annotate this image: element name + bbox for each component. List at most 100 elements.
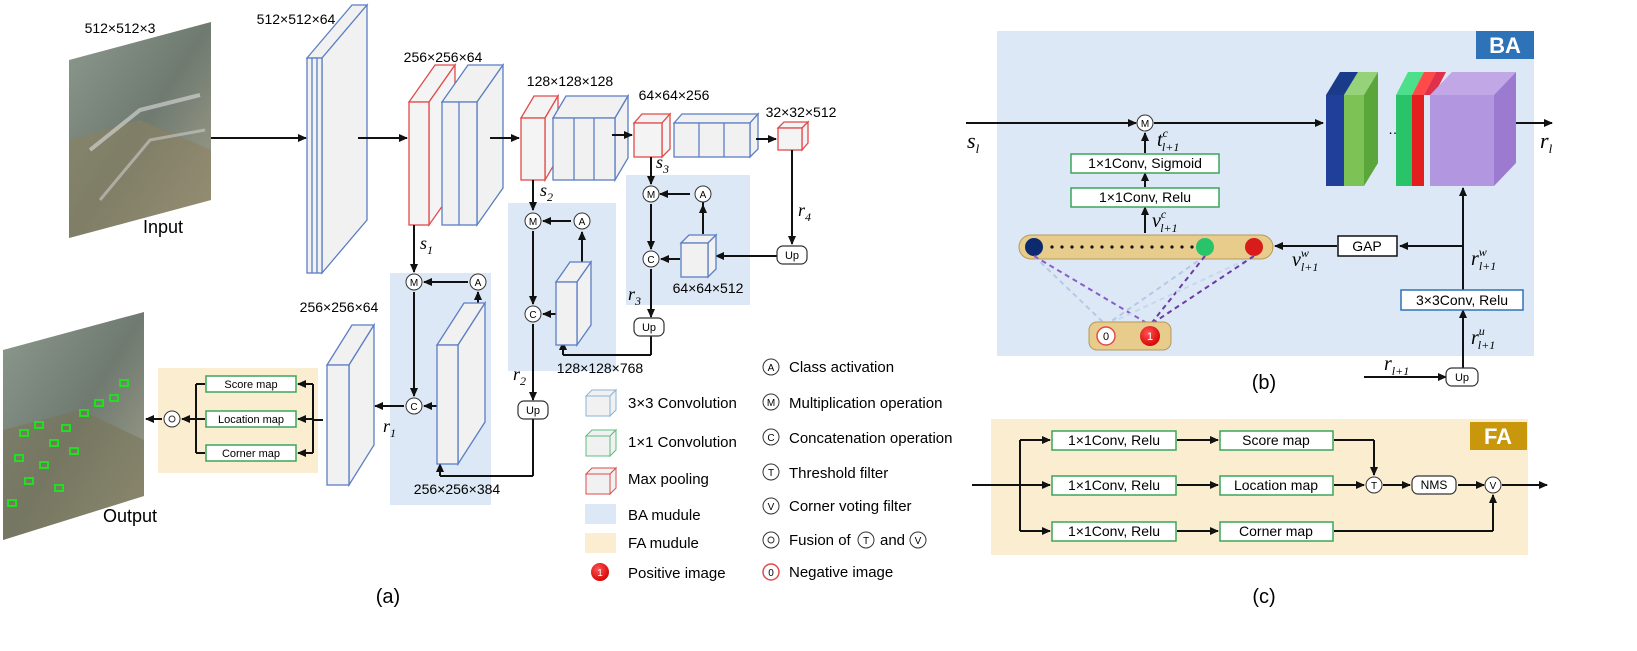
svg-text:M: M bbox=[1141, 119, 1149, 130]
label-s3: s3 bbox=[656, 152, 669, 176]
conv-sigmoid-box bbox=[1070, 153, 1220, 174]
fa-branch-3-text: 1×1Conv, Relu bbox=[1068, 523, 1160, 539]
vector-dots bbox=[1050, 245, 1194, 249]
svg-text:A: A bbox=[700, 190, 707, 201]
block-64-pool bbox=[632, 112, 672, 159]
caption-a: (a) bbox=[376, 586, 400, 608]
op-m-ba3: M bbox=[642, 185, 660, 203]
panel-c: FA 1×1Conv, Relu 1×1Conv, Relu 1×1Conv, bbox=[972, 419, 1548, 608]
legend-text-fa: FA mudule bbox=[628, 535, 699, 552]
op-legend-t: T Threshold filter bbox=[762, 463, 888, 482]
size-dec-256x256x64: 256×256×64 bbox=[300, 299, 379, 315]
op-legend-negative: 0 Negative image bbox=[762, 563, 893, 581]
conv3-relu-text: 3×3Conv, Relu bbox=[1416, 292, 1508, 308]
op-legend-a: A Class activation bbox=[762, 358, 894, 376]
size-64x64x256: 64×64×256 bbox=[639, 87, 710, 103]
op-circles-a: M A C M A C M A C bbox=[163, 185, 712, 428]
caption-c: (c) bbox=[1252, 586, 1275, 608]
fa-module-a bbox=[145, 380, 323, 457]
conv-relu-box bbox=[1070, 187, 1220, 208]
label-r4: r4 bbox=[798, 200, 811, 224]
block-256-conv bbox=[440, 62, 505, 228]
fa-map-boxes-a: Score map Location map Corner map bbox=[205, 375, 297, 462]
op-legend-v: V Corner voting filter bbox=[762, 497, 912, 515]
block-32-pool bbox=[776, 120, 810, 152]
legend-text-positive: Positive image bbox=[628, 565, 726, 582]
svg-text:M: M bbox=[767, 398, 775, 409]
fa-tag-text: FA bbox=[1484, 424, 1512, 449]
gap-text: GAP bbox=[1352, 238, 1382, 254]
vector-first-node bbox=[1025, 238, 1043, 256]
fa-map-location: Location map bbox=[218, 414, 284, 426]
svg-text:C: C bbox=[529, 310, 536, 321]
svg-text:A: A bbox=[475, 278, 482, 289]
svg-text:V: V bbox=[915, 536, 922, 547]
svg-text:A: A bbox=[768, 363, 775, 374]
legend-positive: 1 Positive image bbox=[591, 563, 726, 582]
op-a-ba1: A bbox=[469, 273, 487, 291]
op-text-negative: Negative image bbox=[789, 564, 893, 581]
size-128x128x768: 128×128×768 bbox=[557, 360, 644, 376]
positive-node-text: 1 bbox=[1147, 331, 1153, 343]
up-node-2 bbox=[517, 400, 549, 420]
block-128-conv bbox=[551, 93, 630, 183]
svg-text:0: 0 bbox=[768, 568, 774, 579]
op-a-ba3: A bbox=[694, 185, 712, 203]
ba-module-2 bbox=[529, 180, 652, 401]
input-size-label: 512×512×3 bbox=[85, 20, 156, 36]
ba-op-m: M bbox=[1136, 114, 1154, 132]
negative-node bbox=[1096, 326, 1116, 346]
op-c-ba2: C bbox=[524, 305, 542, 323]
size-128x128x128: 128×128×128 bbox=[527, 73, 614, 89]
ba-tag-text: BA bbox=[1489, 33, 1521, 58]
input-label: Input bbox=[143, 217, 183, 237]
op-text-m: Multiplication operation bbox=[789, 395, 942, 412]
vector-green-node bbox=[1196, 238, 1214, 256]
up-label-4: Up bbox=[785, 250, 799, 262]
svg-text:A: A bbox=[579, 217, 586, 228]
op-text-c: Concatenation operation bbox=[789, 430, 952, 447]
block-512-conv bbox=[305, 3, 369, 275]
fa-map-corner: Corner map bbox=[222, 448, 280, 460]
label-r-l1: rl+1 bbox=[1384, 353, 1409, 378]
svg-text:C: C bbox=[647, 255, 654, 266]
block-64-conv bbox=[672, 112, 760, 159]
up-label-3: Up bbox=[642, 322, 656, 334]
op-text-t: Threshold filter bbox=[789, 465, 888, 482]
legend-fa: FA mudule bbox=[585, 533, 699, 553]
legend-pool: Max pooling bbox=[584, 466, 709, 496]
legend-text-conv1: 1×1 Convolution bbox=[628, 434, 737, 451]
svg-text:M: M bbox=[647, 190, 655, 201]
op-legend-fusion: Fusion of T and V bbox=[762, 531, 927, 549]
decoder-conv-block bbox=[325, 322, 376, 488]
vector-red-node bbox=[1245, 238, 1263, 256]
size-32x32x512: 32×32×512 bbox=[766, 104, 837, 120]
fa-op-v: V bbox=[1484, 476, 1502, 494]
svg-text:C: C bbox=[767, 433, 774, 444]
feature-vector bbox=[1018, 234, 1274, 260]
svg-text:V: V bbox=[1490, 481, 1497, 492]
ba-module-3 bbox=[647, 150, 796, 318]
up-node-3 bbox=[633, 317, 665, 337]
op-m-ba1: M bbox=[405, 273, 423, 291]
panel-b: BA sl rl …… bbox=[966, 31, 1553, 394]
svg-text:T: T bbox=[768, 468, 774, 479]
ba-module-1 bbox=[374, 225, 534, 477]
up-node-4 bbox=[776, 245, 808, 265]
classifier-links bbox=[1033, 255, 1255, 326]
fa-score-map-text: Score map bbox=[1242, 432, 1310, 448]
op-fusion bbox=[163, 410, 181, 428]
op-text-fusion-and: and bbox=[880, 532, 905, 549]
op-m-ba2: M bbox=[524, 212, 542, 230]
fa-location-map-text: Location map bbox=[1234, 477, 1318, 493]
legend-conv1: 1×1 Convolution bbox=[584, 428, 737, 458]
op-text-fusion: Fusion of bbox=[789, 532, 852, 549]
negative-node-text: 0 bbox=[1103, 331, 1109, 343]
conv3-relu-box bbox=[1400, 289, 1524, 311]
ops-legend: A Class activation M Multiplication oper… bbox=[762, 358, 952, 581]
svg-text:M: M bbox=[529, 217, 537, 228]
size-256x256x384: 256×256×384 bbox=[414, 481, 501, 497]
ba2-conv-block bbox=[554, 259, 593, 348]
